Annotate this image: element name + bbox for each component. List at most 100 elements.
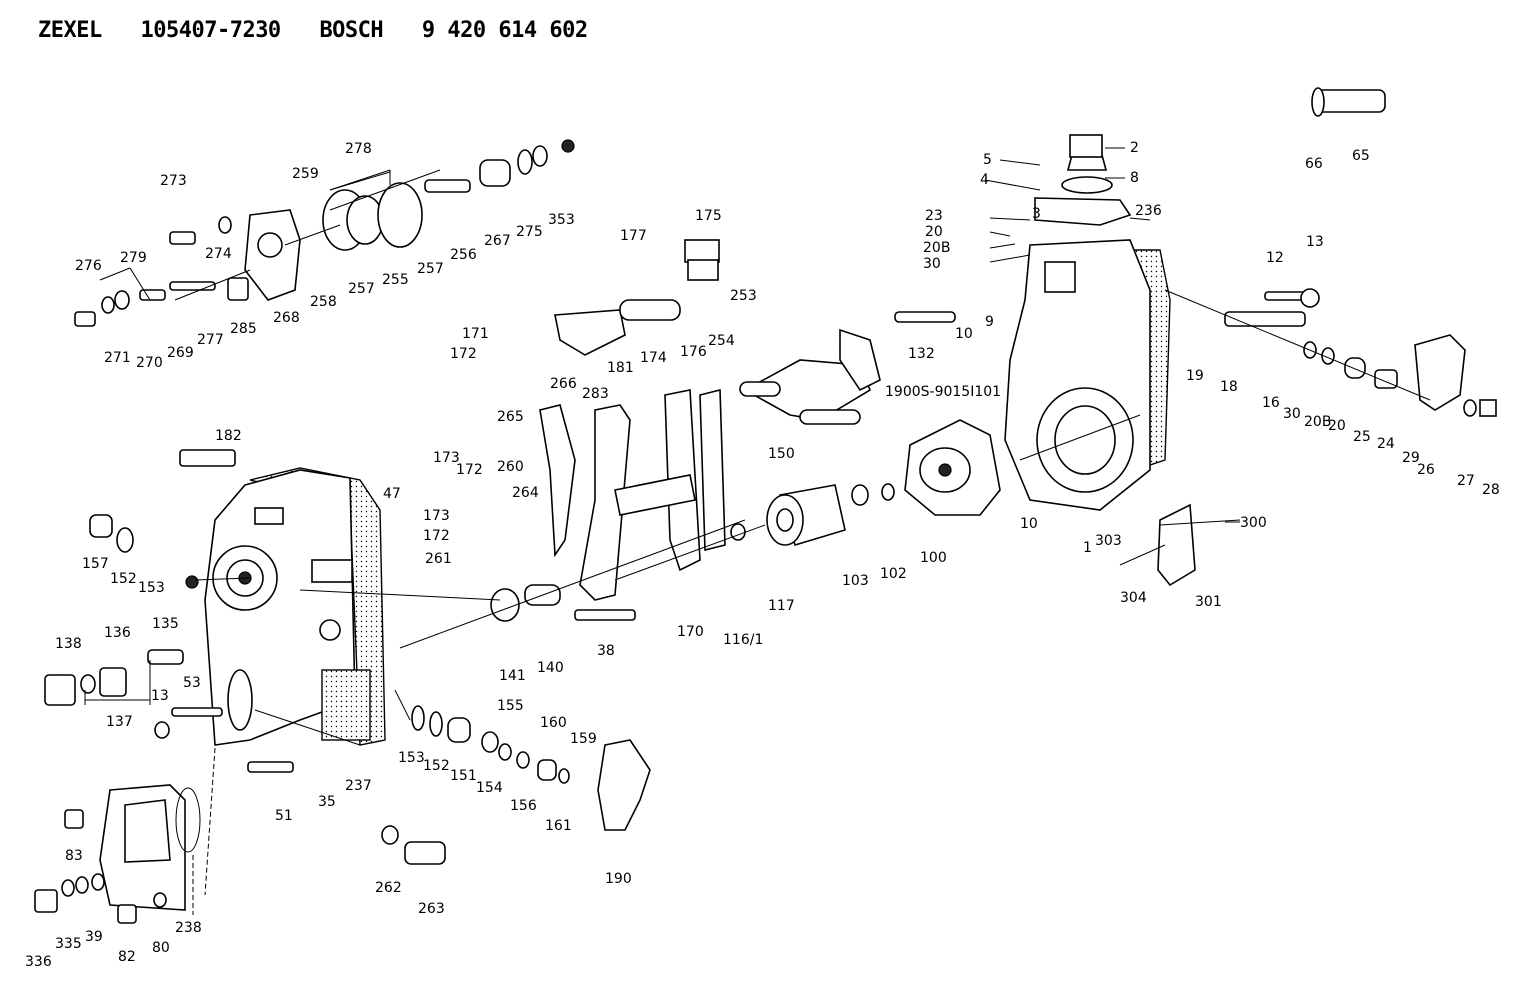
callout-335: 335 xyxy=(55,936,82,952)
callout-10: 10 xyxy=(955,326,973,342)
callout-303: 303 xyxy=(1095,533,1122,549)
callout-39: 39 xyxy=(85,929,103,945)
callout-173: 173 xyxy=(433,450,460,466)
callout-276: 276 xyxy=(75,258,102,274)
callout-19: 19 xyxy=(1186,368,1204,384)
governor-levers-drawing xyxy=(539,239,726,601)
callout-175: 175 xyxy=(695,208,722,224)
callout-100: 100 xyxy=(920,550,947,566)
callout-47: 47 xyxy=(383,486,401,502)
brand-bosch: BOSCH xyxy=(319,18,384,43)
callout-273: 273 xyxy=(160,173,187,189)
callout-136: 136 xyxy=(104,625,131,641)
callout-161: 161 xyxy=(545,818,572,834)
callout-271: 271 xyxy=(104,350,131,366)
callout-8: 8 xyxy=(1130,170,1139,186)
callout-277: 277 xyxy=(197,332,224,348)
callout-181: 181 xyxy=(607,360,634,376)
callout-53: 53 xyxy=(183,675,201,691)
callout-236: 236 xyxy=(1135,203,1162,219)
callout-10: 10 xyxy=(1020,516,1038,532)
callout-2: 2 xyxy=(1130,140,1139,156)
callout-257: 257 xyxy=(348,281,375,297)
callout-1: 1 xyxy=(1083,540,1092,556)
callout-279: 279 xyxy=(120,250,147,266)
callout-153: 153 xyxy=(138,580,165,596)
callout-275: 275 xyxy=(516,224,543,240)
callout-135: 135 xyxy=(152,616,179,632)
leader-lines xyxy=(84,147,1431,746)
callout-266: 266 xyxy=(550,376,577,392)
callout-270: 270 xyxy=(136,355,163,371)
sleeve-117-drawing xyxy=(730,483,895,546)
callout-170: 170 xyxy=(677,624,704,640)
callout-29: 29 xyxy=(1402,450,1420,466)
callout-160: 160 xyxy=(540,715,567,731)
callout-254: 254 xyxy=(708,333,735,349)
callout-152: 152 xyxy=(110,571,137,587)
callout-18: 18 xyxy=(1220,379,1238,395)
callout-30: 30 xyxy=(923,256,941,272)
callout-171: 171 xyxy=(462,326,489,342)
callout-301: 301 xyxy=(1195,594,1222,610)
callout-27: 27 xyxy=(1457,473,1475,489)
callout-137: 137 xyxy=(106,714,133,730)
pump-housing-drawing xyxy=(1004,134,1171,511)
callout-20: 20 xyxy=(1328,418,1346,434)
callout-285: 285 xyxy=(230,321,257,337)
callout-176: 176 xyxy=(680,344,707,360)
callout-66: 66 xyxy=(1305,156,1323,172)
callout-24: 24 xyxy=(1377,436,1395,452)
callout-132: 132 xyxy=(908,346,935,362)
callout-255: 255 xyxy=(382,272,409,288)
governor-housing-drawing xyxy=(204,467,386,746)
callout-151: 151 xyxy=(450,768,477,784)
lever-150-drawing xyxy=(739,328,881,425)
callout-13: 13 xyxy=(151,688,169,704)
callout-38: 38 xyxy=(597,643,615,659)
callout-138: 138 xyxy=(55,636,82,652)
callout-264: 264 xyxy=(512,485,539,501)
callout-257: 257 xyxy=(417,261,444,277)
callout-173: 173 xyxy=(423,508,450,524)
callout-16: 16 xyxy=(1262,395,1280,411)
callout-267: 267 xyxy=(484,233,511,249)
callout-30: 30 xyxy=(1283,406,1301,422)
callout-300: 300 xyxy=(1240,515,1267,531)
callout-260: 260 xyxy=(497,459,524,475)
callout-172: 172 xyxy=(423,528,450,544)
callout-9: 9 xyxy=(985,314,994,330)
callout-190: 190 xyxy=(605,871,632,887)
callout-262: 262 xyxy=(375,880,402,896)
callout-25: 25 xyxy=(1353,429,1371,445)
callout-117: 117 xyxy=(768,598,795,614)
callout-20b: 20B xyxy=(1304,414,1331,430)
callout-150: 150 xyxy=(768,446,795,462)
callout-269: 269 xyxy=(167,345,194,361)
callout-35: 35 xyxy=(318,794,336,810)
diagram-header: ZEXEL 105407-7230 BOSCH 9 420 614 602 xyxy=(38,18,614,43)
callout-5: 5 xyxy=(983,152,992,168)
callout-177: 177 xyxy=(620,228,647,244)
governor-cover-drawing xyxy=(99,747,216,915)
callout-268: 268 xyxy=(273,310,300,326)
callout-283: 283 xyxy=(582,386,609,402)
callout-80: 80 xyxy=(152,940,170,956)
callout-258: 258 xyxy=(310,294,337,310)
callout-4: 4 xyxy=(980,172,989,188)
callout-253: 253 xyxy=(730,288,757,304)
callout-103: 103 xyxy=(842,573,869,589)
callout-1900s-9015i101: 1900S-9015I101 xyxy=(885,384,1001,400)
callout-23: 23 xyxy=(925,208,943,224)
callout-20b: 20B xyxy=(923,240,950,256)
callout-65: 65 xyxy=(1352,148,1370,164)
callout-263: 263 xyxy=(418,901,445,917)
callout-102: 102 xyxy=(880,566,907,582)
callout-12: 12 xyxy=(1266,250,1284,266)
zexel-part-number: 105407-7230 xyxy=(140,18,281,43)
callout-159: 159 xyxy=(570,731,597,747)
callout-304: 304 xyxy=(1120,590,1147,606)
callout-157: 157 xyxy=(82,556,109,572)
callout-174: 174 xyxy=(640,350,667,366)
